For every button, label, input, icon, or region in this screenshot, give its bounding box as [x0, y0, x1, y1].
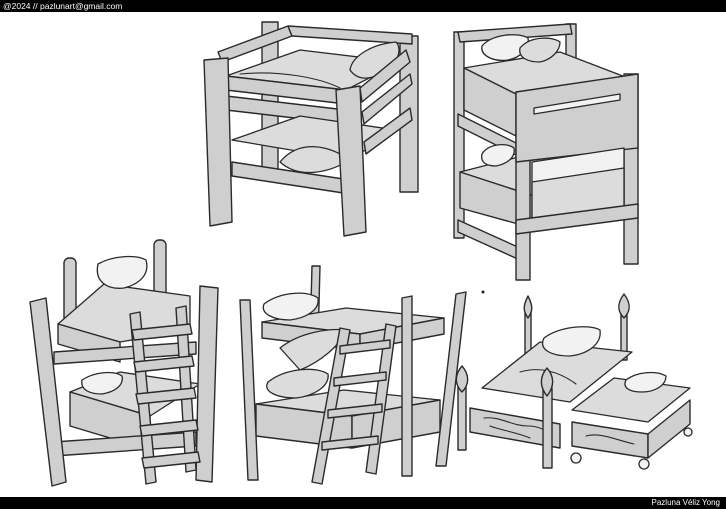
bed5-trundle-mattress: [571, 377, 691, 423]
bed1-side-rail-top: [359, 49, 411, 103]
bed3-ladder-rung-3: [135, 387, 197, 405]
slanted-bunk-bed-with-ladder-icon: [239, 265, 485, 485]
bed5-main-mattress: [481, 341, 633, 403]
bed3-bottom-pillow: [81, 371, 123, 395]
bed5-finial-back-left: [523, 295, 533, 319]
bed4-front-right-post: [435, 291, 467, 467]
panel-bunk-bed-icon: [453, 23, 639, 281]
bed5-pillow: [542, 326, 601, 357]
sketch-sheet: [29, 21, 693, 487]
round-post-bunk-bed-with-ladder-icon: [29, 239, 219, 487]
bed4-front-left-post: [239, 299, 259, 481]
bed2-head-rail: [457, 23, 573, 43]
bed3-pillow: [96, 255, 148, 289]
credit-text: @2024 // pazlunart@gmail.com: [3, 1, 123, 11]
bed3-ladder-rung-5: [141, 451, 201, 469]
footer-bar: Pazluna Véliz Yong: [0, 497, 726, 509]
bed3-mid-rail: [53, 341, 197, 365]
header-bar: @2024 // pazlunart@gmail.com: [0, 0, 726, 12]
bed1-front-right-post: [335, 85, 367, 237]
bed5-front-right-post: [542, 387, 553, 469]
bed1-head-rail: [287, 25, 413, 45]
bed5-front-left-post: [457, 383, 467, 451]
bed1-front-left-post: [203, 57, 233, 227]
bed3-ladder-rung-2: [133, 355, 195, 373]
bed4-stray-dot: [481, 290, 485, 294]
bed3-ladder-rung-1: [131, 323, 193, 341]
bed3-front-right-post: [195, 285, 219, 483]
bed4-bottom-pillow: [266, 368, 329, 399]
signature-text: Pazluna Véliz Yong: [651, 498, 721, 507]
bed2-bottom-pillow: [480, 143, 515, 167]
bed2-pillow-2: [519, 37, 561, 63]
bed4-ladder-rung-1: [339, 339, 391, 355]
bed2-front-bottom-rail: [515, 203, 639, 235]
bed5-wheel-3: [683, 427, 693, 437]
bed5-wheel-2: [638, 458, 650, 470]
bed3-ladder-rung-4: [139, 419, 199, 437]
ornate-trundle-bed-icon: [455, 293, 693, 470]
bed5-finial-front-left: [455, 365, 469, 393]
square-post-bunk-bed-icon: [203, 21, 419, 237]
bed1-side-rail-low: [363, 107, 413, 155]
bed4-ladder-rung-4: [321, 435, 379, 451]
bed5-trundle-pillow: [624, 371, 667, 393]
bed5-trundle-side: [647, 399, 691, 459]
bed2-bottom-rail: [457, 219, 521, 261]
bed4-ladder-rung-3: [327, 403, 383, 419]
bed3-front-left-post: [29, 297, 67, 487]
bed4-ladder-rung-2: [333, 371, 387, 387]
bed5-finial-front-right: [540, 367, 554, 397]
bed5-trundle-front: [571, 421, 649, 459]
bed1-side-rail-mid: [361, 73, 413, 125]
bed5-finial-back-right: [618, 293, 630, 319]
bed2-panel-slot: [533, 93, 621, 115]
bed5-wheel-1: [570, 452, 582, 464]
bed4-top-pillow: [262, 292, 319, 321]
bed4-front-mid-post: [401, 295, 413, 477]
